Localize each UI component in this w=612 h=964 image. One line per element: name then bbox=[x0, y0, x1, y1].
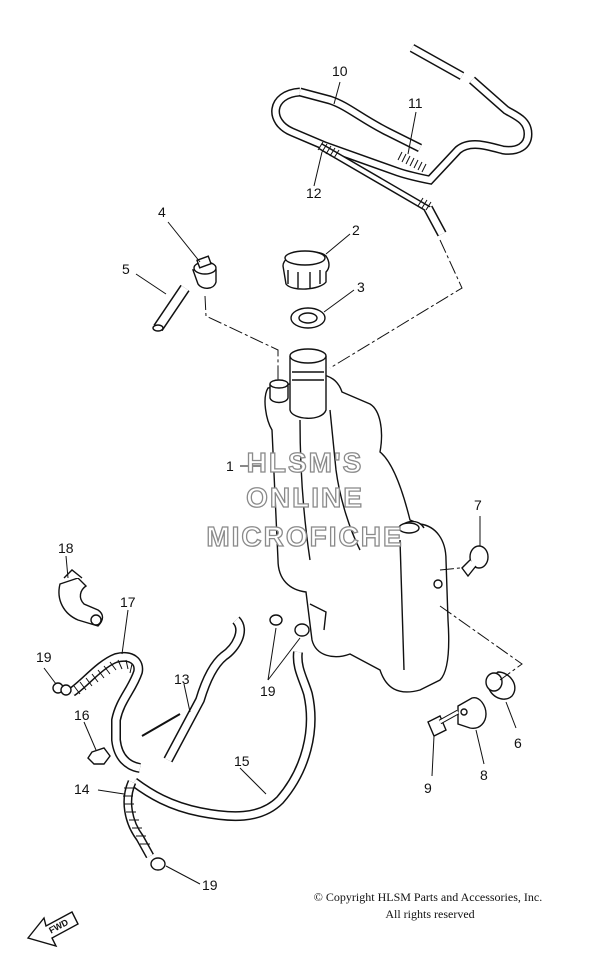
small-cap-4 bbox=[192, 255, 217, 289]
clip-19-top bbox=[269, 614, 310, 637]
hose-end-11 bbox=[409, 44, 465, 80]
bracket-8 bbox=[457, 697, 487, 729]
leader-lines bbox=[43, 81, 517, 885]
label-4: 4 bbox=[158, 204, 166, 220]
fwd-arrow-icon: FWD bbox=[26, 911, 79, 948]
label-2: 2 bbox=[352, 222, 360, 238]
reservoir-tank-1 bbox=[264, 348, 450, 693]
label-9: 9 bbox=[424, 780, 432, 796]
watermark-line-1: HLSM'S bbox=[247, 447, 364, 478]
ref-line-breather bbox=[329, 239, 463, 369]
label-3: 3 bbox=[357, 279, 365, 295]
copyright-line-2: All rights reserved bbox=[385, 907, 475, 921]
label-8: 8 bbox=[480, 767, 488, 783]
reservoir-cap-2 bbox=[282, 250, 330, 290]
label-11: 11 bbox=[408, 95, 423, 111]
label-19-bottom: 19 bbox=[202, 877, 218, 893]
label-19-left: 19 bbox=[36, 649, 52, 665]
label-17: 17 bbox=[120, 594, 136, 610]
grommet-6 bbox=[485, 671, 516, 700]
hose-spring-14 bbox=[123, 787, 150, 845]
label-14: 14 bbox=[74, 781, 90, 797]
gasket-3 bbox=[290, 307, 326, 329]
watermark-line-2: ONLINE bbox=[246, 482, 364, 513]
hose-5 bbox=[152, 284, 190, 332]
breather-hose-10 bbox=[271, 76, 533, 185]
clip-19-left bbox=[52, 682, 72, 696]
label-7: 7 bbox=[474, 497, 482, 513]
label-13: 13 bbox=[174, 671, 190, 687]
label-15: 15 bbox=[234, 753, 250, 769]
bolt-7 bbox=[461, 545, 489, 578]
label-1: 1 bbox=[226, 458, 234, 474]
ref-line-cap bbox=[204, 295, 279, 380]
clip-19-bottom bbox=[150, 857, 166, 871]
hose-13 bbox=[141, 616, 246, 763]
copyright-line-1: © Copyright HLSM Parts and Accessories, … bbox=[313, 890, 543, 904]
bolt-9 bbox=[427, 709, 460, 737]
ref-line-bolt bbox=[439, 567, 461, 571]
label-10: 10 bbox=[332, 63, 348, 79]
hose-17 bbox=[69, 652, 144, 773]
hose-15 bbox=[131, 651, 316, 822]
watermark-line-3: MICROFICHE bbox=[206, 521, 403, 552]
label-5: 5 bbox=[122, 261, 130, 277]
clamp-18 bbox=[58, 569, 104, 627]
breather-spring-11 bbox=[397, 151, 427, 173]
breather-spring-12 bbox=[317, 141, 432, 211]
ref-line-mount bbox=[439, 605, 523, 681]
breather-tube-12 bbox=[318, 142, 447, 237]
label-19-center: 19 bbox=[260, 683, 276, 699]
hose-spring-17 bbox=[73, 659, 133, 695]
nut-16 bbox=[87, 747, 111, 765]
label-16: 16 bbox=[74, 707, 90, 723]
label-18: 18 bbox=[58, 540, 74, 556]
label-12: 12 bbox=[306, 185, 322, 201]
label-6: 6 bbox=[514, 735, 522, 751]
